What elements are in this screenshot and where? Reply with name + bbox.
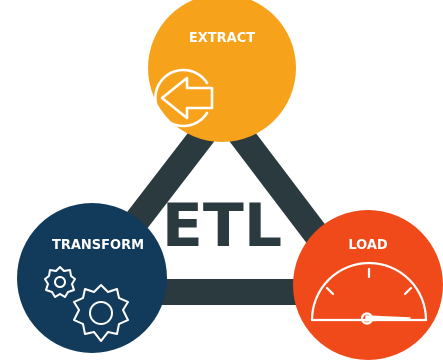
load-label: LOAD — [348, 238, 388, 253]
load-circle — [293, 210, 443, 360]
speedometer-icon — [310, 261, 428, 325]
gears-icon — [44, 266, 129, 342]
transform-label: TRANSFORM — [52, 238, 144, 253]
extract-node: EXTRACT — [148, 0, 296, 142]
load-node: LOAD — [293, 210, 443, 360]
circular-arrow-icon — [154, 68, 214, 128]
transform-node: TRANSFORM — [17, 203, 167, 353]
transform-circle — [17, 203, 167, 353]
extract-circle — [148, 0, 296, 142]
extract-label: EXTRACT — [189, 31, 255, 46]
center-title: ETL — [162, 191, 282, 261]
triangle-connector — [69, 97, 373, 305]
